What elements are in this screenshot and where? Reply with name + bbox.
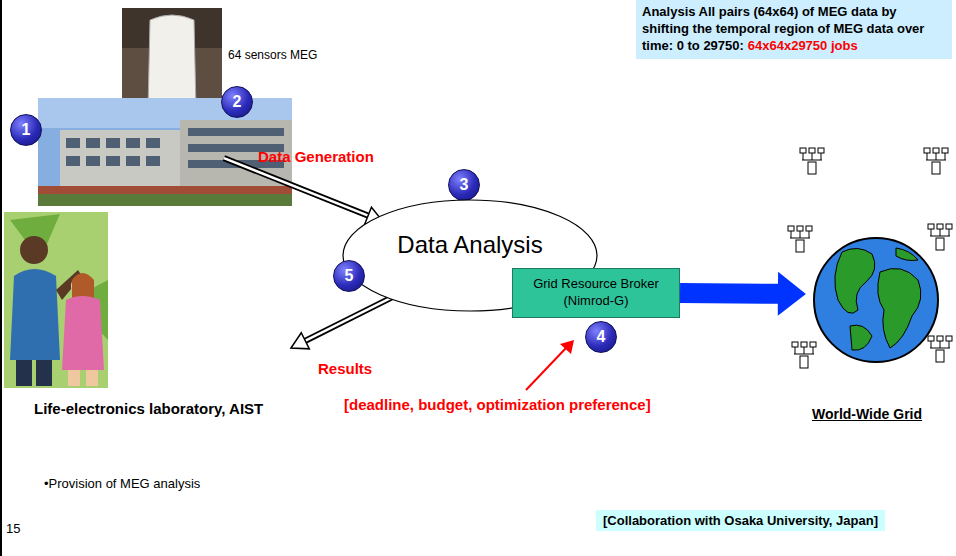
world-grid: World-Wide Grid: [780, 140, 954, 422]
callout-number: 3: [448, 169, 480, 201]
edge-label: Data Generation: [258, 148, 374, 165]
node-text: 64x64x29750 jobs: [748, 38, 858, 53]
node-text: Data Analysis: [397, 231, 542, 259]
node-text: [Collaboration with Osaka University, Ja…: [603, 513, 878, 528]
globe: [814, 238, 938, 362]
callout-number: 5: [333, 260, 365, 292]
callout-number: 4: [585, 321, 617, 353]
bullet-note: •Provision of MEG analysis: [44, 476, 200, 491]
leader-arrow: [526, 340, 574, 390]
callout-text: 1: [22, 121, 31, 139]
note-box: Analysis All pairs (64x64) of MEG data b…: [636, 0, 952, 59]
callout-text: 4: [597, 328, 606, 346]
laboratory-photo: [38, 98, 292, 206]
edge-label: Results: [318, 360, 372, 377]
page-number: 15: [6, 521, 20, 536]
callout-text: 5: [345, 267, 354, 285]
callout-text: 3: [460, 176, 469, 194]
double-arrow: [291, 297, 392, 349]
block-arrow: [680, 272, 806, 316]
node-text: 64 sensors MEG: [228, 48, 317, 62]
callout-number: 1: [10, 114, 42, 146]
broker-box: Grid Resource Broker (Nimrod-G): [512, 268, 680, 318]
constraint-note: [deadline, budget, optimization preferen…: [344, 396, 651, 413]
node-text: World-Wide Grid: [812, 406, 922, 422]
laboratory: Life-electronics laboratory, AIST: [0, 96, 300, 446]
slide-border: [0, 0, 2, 556]
callout-number: 2: [221, 86, 253, 118]
grid-node-icons: [788, 148, 952, 368]
double-arrow: [224, 158, 383, 224]
node-text: Life-electronics laboratory, AIST: [34, 400, 284, 419]
people-clipart: [4, 212, 108, 388]
callout-text: 2: [233, 93, 242, 111]
node-text: Grid Resource Broker (Nimrod-G): [521, 276, 671, 310]
collaboration-box: [Collaboration with Osaka University, Ja…: [596, 510, 885, 531]
